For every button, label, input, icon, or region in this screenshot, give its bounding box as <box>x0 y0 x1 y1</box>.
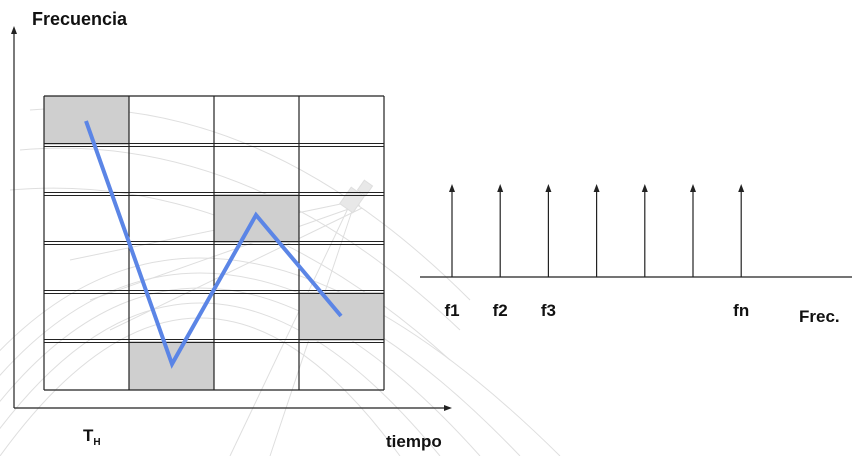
shaded-cell <box>44 96 129 145</box>
x-axis-label: tiempo <box>386 432 442 451</box>
dwell-time-label: TH <box>83 426 101 448</box>
right-x-axis-label: Frec. <box>799 307 840 326</box>
carrier-labels: f1 f2 f3 fn <box>444 301 749 320</box>
carrier-arrows <box>452 188 741 277</box>
carrier-label: fn <box>733 301 749 320</box>
background-watermark <box>0 108 560 456</box>
carrier-label: f3 <box>541 301 556 320</box>
carrier-label: f1 <box>444 301 459 320</box>
y-axis-label: Frecuencia <box>32 9 128 29</box>
carrier-label: f2 <box>493 301 508 320</box>
shaded-cell <box>299 292 384 341</box>
